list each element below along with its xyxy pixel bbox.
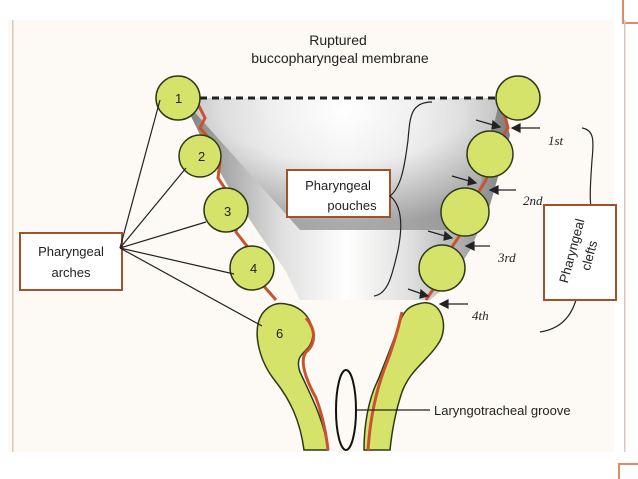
arch-4 xyxy=(229,245,275,291)
arch-2 xyxy=(178,134,222,178)
cleft-2nd: 2nd xyxy=(523,193,543,208)
pouch-arrows xyxy=(407,119,502,299)
groove-label: Laryngotracheal groove xyxy=(434,403,571,418)
cleft-3rd: 3rd xyxy=(497,250,516,265)
slide-top-band xyxy=(0,0,638,18)
arch-number-6: 6 xyxy=(276,326,283,341)
arch-number-2: 2 xyxy=(198,149,205,164)
cleft-4th: 4th xyxy=(472,308,489,323)
left-tube-endoderm xyxy=(301,317,330,451)
right-arch-4 xyxy=(418,244,466,292)
clefts-label-box xyxy=(543,204,617,301)
pouches-label-line2: pouches xyxy=(327,198,377,213)
cleft-1st: 1st xyxy=(548,133,564,148)
arches-label-box xyxy=(19,232,123,291)
arch-3 xyxy=(203,187,249,233)
top-label-line2: buccopharyngeal membrane xyxy=(251,50,429,66)
slide-corner-decoration-bottom xyxy=(618,463,638,479)
pharyngeal-lumen-top-shade xyxy=(182,98,500,230)
slide-corner-decoration xyxy=(622,0,638,24)
right-tube-endoderm xyxy=(366,311,404,451)
right-arch-2 xyxy=(466,130,514,178)
pouches-label-line1: Pharyngeal xyxy=(305,178,371,193)
right-arch-3 xyxy=(440,187,490,237)
figure-left-rule xyxy=(12,20,14,452)
figure-right-rule xyxy=(624,20,626,452)
cleft-arrows xyxy=(438,123,540,309)
arches-label-line2: arches xyxy=(51,265,91,280)
arches-label-line1: Pharyngeal xyxy=(38,244,104,259)
pouches-brace xyxy=(373,101,433,297)
pouches-label-box xyxy=(286,169,391,218)
arch-number-4: 4 xyxy=(250,261,257,276)
arch-number-3: 3 xyxy=(224,204,231,219)
right-arch-1 xyxy=(495,75,541,121)
top-label-line1: Ruptured xyxy=(309,32,367,48)
arches-pointer-lines xyxy=(119,99,263,327)
arch-number-1: 1 xyxy=(175,91,182,106)
